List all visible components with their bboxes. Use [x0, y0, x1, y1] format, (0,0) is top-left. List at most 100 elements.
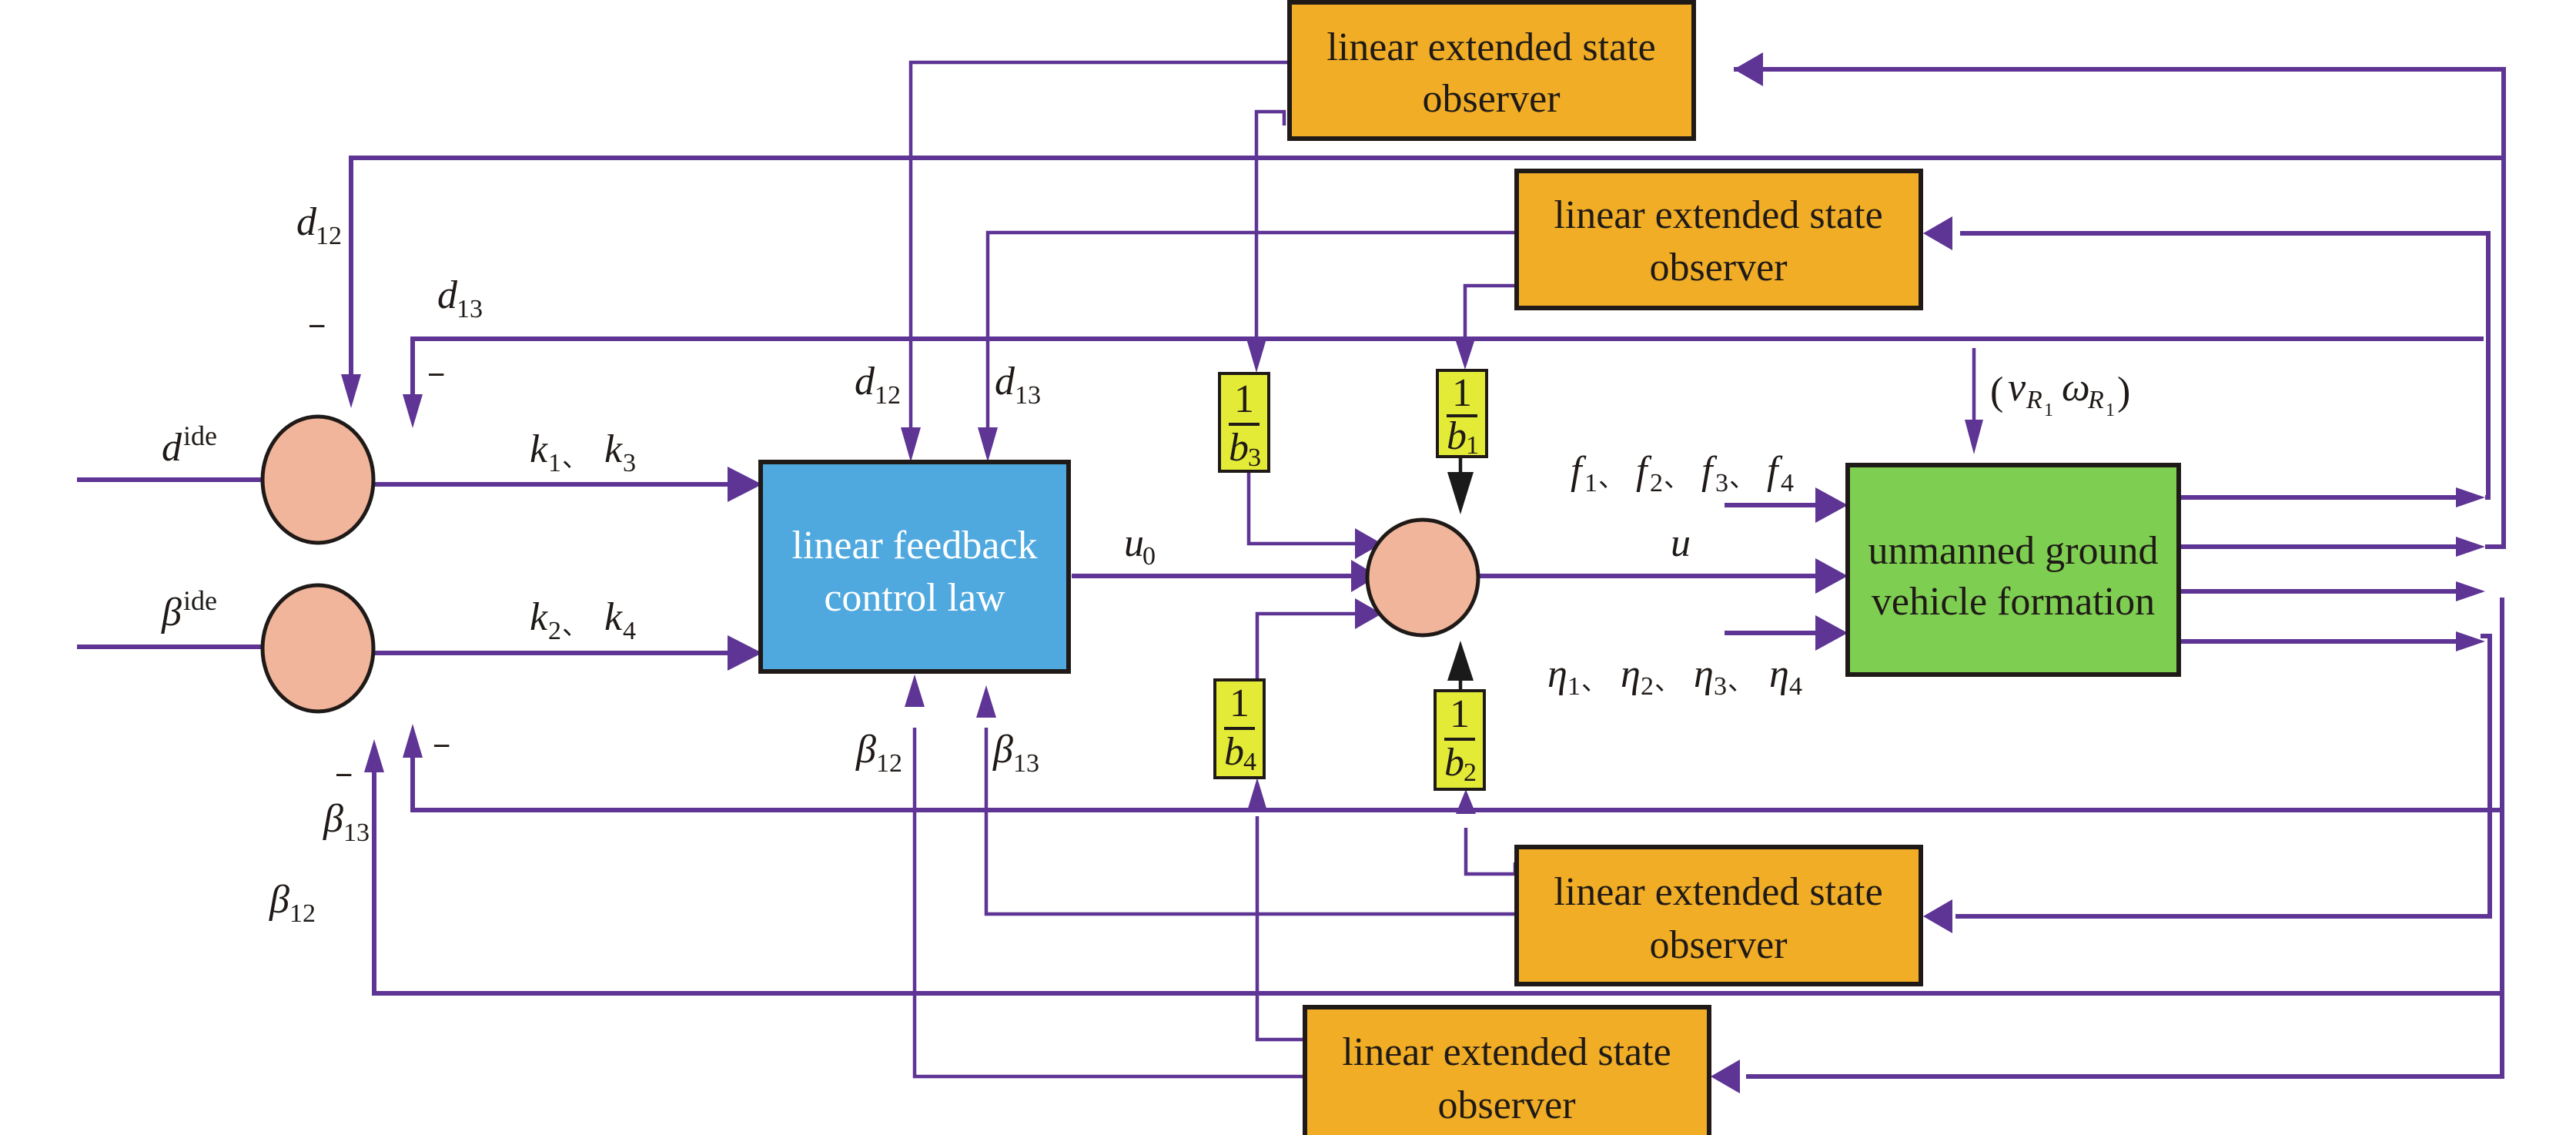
gain-b3-denominator: b	[1229, 426, 1249, 470]
observer-lower-block: linear extended state observer	[1514, 845, 1923, 986]
label-k3: k	[604, 427, 623, 471]
arrow-plant-out-4	[2456, 631, 2485, 651]
label-k13-sep: 、	[562, 444, 588, 473]
label-f-sep1: 、	[1598, 464, 1624, 493]
label-beta-ide: β ide	[161, 585, 217, 634]
wire-bus-beta12	[372, 758, 2504, 996]
label-u0: u 0	[1124, 521, 1156, 571]
arrow-b1-to-sum	[1447, 472, 1474, 514]
wire-obs-lower-to-b2	[1464, 828, 1517, 876]
observer-upper-line1: linear extended state	[1554, 193, 1882, 237]
wire-obs-top-to-control	[908, 60, 1290, 435]
observer-bottom-line2: observer	[1437, 1083, 1575, 1127]
gain-b1-denominator: b	[1447, 414, 1467, 458]
arrow-u0-to-sum	[1351, 560, 1378, 592]
arrow-b4-to-sum	[1355, 598, 1382, 629]
minus-sign-d12: −	[308, 310, 326, 343]
label-f-series: f 1 、 f 2 、 f 3 、 f 4	[1571, 449, 1794, 497]
arrow-plant-out-1	[2456, 487, 2485, 507]
label-eta4-sub: 4	[1789, 672, 1802, 701]
sum-junction-control	[1365, 517, 1480, 638]
arrow-into-observer-top	[1734, 52, 1763, 86]
arrow-to-b1	[1455, 339, 1475, 370]
gain-b2-denominator: b	[1444, 741, 1464, 785]
label-ref-omega-sub: R	[2087, 386, 2104, 414]
gain-box-b3: 1 b 3	[1218, 372, 1270, 473]
label-eta3: η	[1694, 652, 1714, 696]
gain-b3-numerator: 1	[1234, 377, 1254, 421]
label-u: u	[1671, 521, 1691, 565]
label-ref-omega: ω	[2062, 366, 2090, 410]
observer-upper-block: linear extended state observer	[1514, 169, 1923, 310]
label-eta2-sub: 2	[1641, 672, 1654, 701]
label-eta2: η	[1621, 652, 1641, 696]
label-d13-control-base: d	[995, 360, 1015, 403]
gain-box-b2: 1 b 2	[1434, 689, 1486, 791]
label-d-ide: d ide	[162, 420, 217, 470]
label-d12-left-sub: 12	[316, 222, 342, 250]
minus-sign-beta13: −	[433, 729, 450, 763]
gain-box-b1: 1 b 1	[1436, 369, 1488, 460]
label-eta-series: η 1 、 η 2 、 η 3 、 η 4	[1547, 652, 1802, 701]
label-beta13-control-base: β	[992, 728, 1013, 772]
arrow-b2-to-sum	[1447, 641, 1474, 681]
gain-b3-subscript: 3	[1248, 444, 1261, 472]
label-k1: k	[530, 427, 548, 471]
plant-line1: unmanned ground	[1868, 529, 2159, 573]
arrow-k13	[728, 467, 762, 502]
arrow-beta13-to-control	[976, 685, 996, 718]
wire-obs-lower-to-control	[984, 728, 1515, 916]
label-reference: ( v R 1 ω R 1 )	[1990, 366, 2130, 420]
label-beta12-control: β 12	[855, 728, 902, 778]
label-beta13-left: β 13	[323, 797, 370, 847]
label-eta1-sub: 1	[1567, 672, 1581, 701]
label-d12-left-base: d	[296, 200, 317, 244]
observer-upper-line2: observer	[1649, 246, 1787, 290]
label-beta13-left-base: β	[323, 797, 343, 841]
label-u0-sub: 0	[1142, 542, 1156, 571]
label-beta12-left-base: β	[269, 878, 289, 922]
arrow-d12-to-sum	[341, 374, 361, 408]
label-f-sep2: 、	[1664, 464, 1690, 493]
arrow-to-b3	[1246, 339, 1266, 373]
arrow-beta13-to-sum	[403, 724, 423, 758]
label-ref-close: )	[2117, 370, 2130, 413]
label-u0-base: u	[1124, 521, 1144, 565]
sum-junction-angle	[260, 583, 376, 714]
wire-bus-top	[1734, 67, 2506, 549]
label-k2-sub: 2	[548, 617, 561, 645]
label-beta12-control-sub: 12	[876, 749, 902, 778]
label-f1-sub: 1	[1584, 469, 1597, 497]
arrow-b3-to-sum	[1355, 528, 1382, 559]
label-eta-sep1: 、	[1581, 668, 1607, 696]
arrow-eta-to-plant	[1815, 615, 1848, 651]
wire-bus-d12	[349, 156, 2504, 385]
label-k2: k	[530, 595, 548, 639]
arrow-to-b2	[1456, 789, 1476, 814]
observer-bottom-block: linear extended state observer	[1303, 1005, 1711, 1135]
observer-lower-line1: linear extended state	[1554, 870, 1882, 914]
gain-b4-denominator: b	[1224, 730, 1244, 774]
sum-junction-distance	[260, 414, 376, 545]
label-ref-v-subsub: 1	[2044, 400, 2053, 420]
plant-block: unmanned ground vehicle formation	[1845, 463, 2181, 677]
wire-bus-d13	[410, 336, 2484, 400]
label-beta12-left-sub: 12	[289, 899, 316, 928]
gain-b4-numerator: 1	[1229, 681, 1250, 725]
gain-b1-subscript: 1	[1466, 431, 1479, 460]
label-k1-sub: 1	[548, 449, 561, 477]
label-k2-k4: k 2 、 k 4	[530, 595, 636, 645]
label-d12-control: d 12	[855, 360, 901, 410]
arrow-u-to-plant	[1815, 558, 1848, 594]
gain-b2-numerator: 1	[1450, 692, 1470, 736]
gain-b2-subscript: 2	[1464, 758, 1477, 787]
label-beta13-left-sub: 13	[343, 819, 370, 847]
label-beta12-control-base: β	[855, 728, 876, 772]
label-d12-left: d 12	[296, 200, 342, 250]
arrow-beta12-to-sum	[364, 739, 384, 772]
arrow-k24	[728, 635, 762, 671]
arrow-into-observer-bottom	[1711, 1060, 1740, 1093]
wires	[77, 60, 2506, 1079]
control-law-line2: control law	[824, 576, 1005, 620]
